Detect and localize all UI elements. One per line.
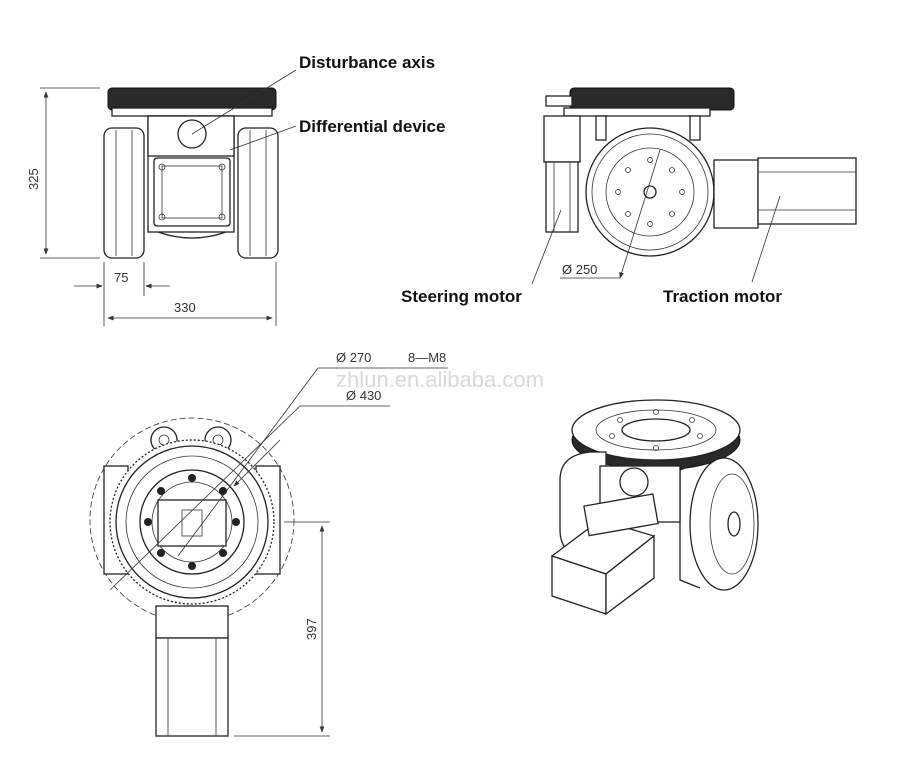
- dim-bolts-8m8: 8—M8: [408, 350, 446, 365]
- front-left-wheel: [103, 127, 145, 259]
- label-traction-motor: Traction motor: [663, 287, 782, 306]
- top-view: [89, 367, 448, 737]
- front-right-wheel: [237, 127, 279, 259]
- dim-325: 325: [26, 168, 41, 190]
- side-view: [531, 87, 857, 285]
- dim-397: 397: [304, 618, 319, 640]
- watermark: zhlun.en.alibaba.com: [336, 367, 544, 392]
- dim-330: 330: [174, 300, 196, 315]
- dim-dia-250: Ø 250: [562, 262, 597, 277]
- front-view: [40, 69, 297, 326]
- isometric-view: [550, 399, 759, 616]
- label-disturbance-axis: Disturbance axis: [299, 53, 435, 72]
- outline-dia-430: [89, 417, 295, 623]
- label-differential-device: Differential device: [299, 117, 445, 136]
- dim-dia-430: Ø 430: [346, 388, 381, 403]
- dim-dia-270: Ø 270: [336, 350, 371, 365]
- top-view-motor: [155, 637, 229, 737]
- steering-motor-body: [543, 115, 581, 163]
- side-top-plate: [569, 87, 735, 111]
- dim-75: 75: [114, 270, 128, 285]
- iso-right-wheel: [689, 457, 759, 591]
- front-gearbox: [153, 157, 231, 227]
- label-steering-motor: Steering motor: [401, 287, 522, 306]
- traction-motor-body: [713, 159, 759, 229]
- front-top-plate: [107, 87, 277, 111]
